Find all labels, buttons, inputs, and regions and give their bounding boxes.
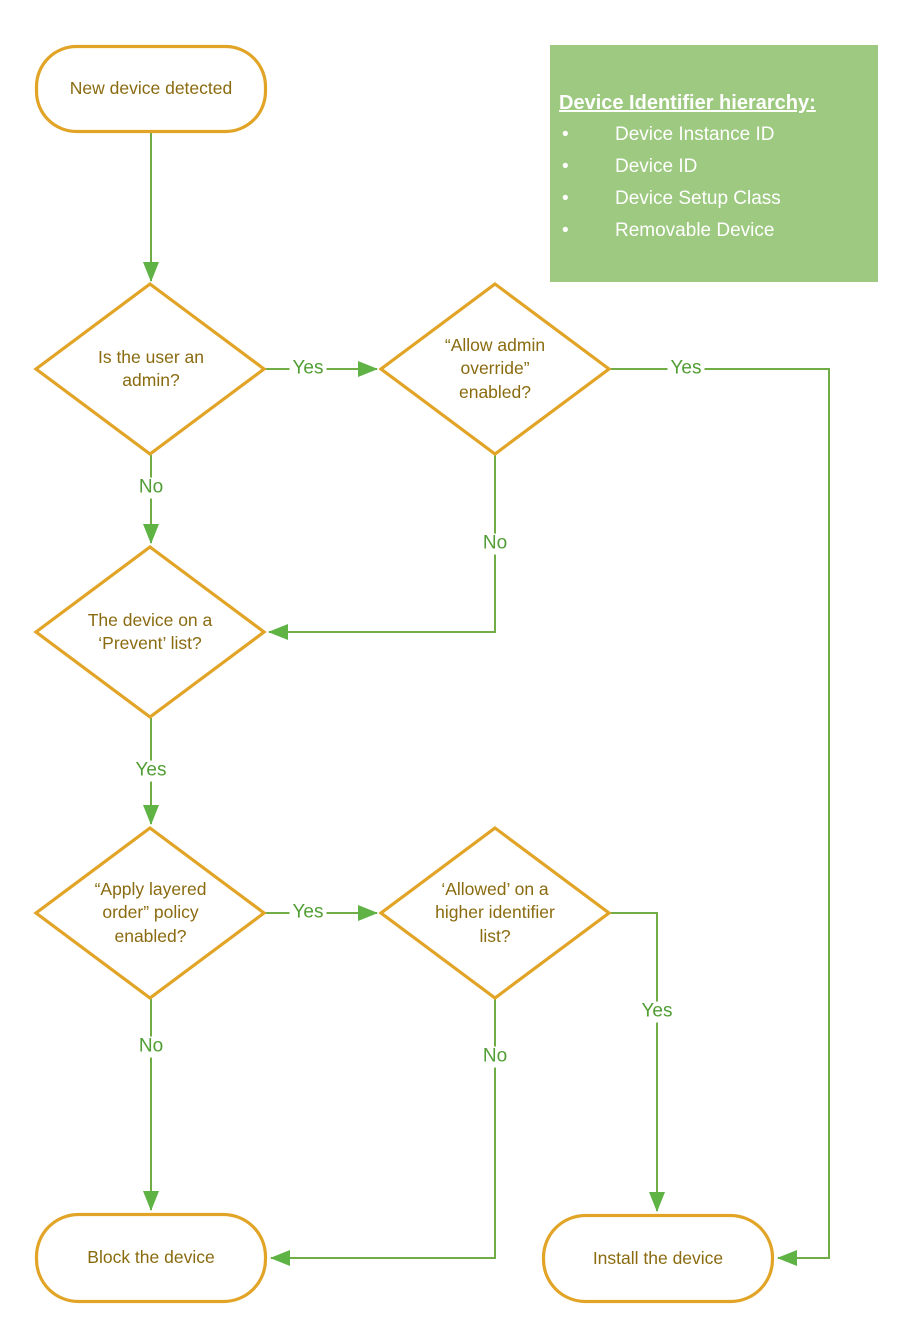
legend-item-label: Removable Device — [615, 220, 775, 241]
edge-override-to-prevent-no — [268, 455, 496, 640]
override-decision-label: “Allow admin override” enabled? — [444, 335, 546, 402]
block-node-label: Block the device — [87, 1247, 215, 1268]
legend-item-label: Device ID — [615, 156, 698, 177]
start-node-shape — [34, 44, 268, 134]
block-node-shape — [34, 1212, 268, 1304]
legend-title: Device Identifier hierarchy: — [559, 92, 816, 114]
higher-decision-shape — [378, 826, 612, 1000]
edge-override-to-install-yes — [610, 368, 830, 1266]
install-node-shape — [541, 1213, 775, 1304]
edge-label-override-install-yes: Yes — [667, 358, 705, 380]
legend-item: • Removable Device — [559, 215, 872, 247]
bullet-icon: • — [562, 124, 569, 145]
legend-item-label: Device Setup Class — [615, 188, 781, 209]
prevent-decision-shape — [33, 545, 267, 719]
edge-label-admin-prevent-no: No — [135, 477, 167, 499]
admin-decision-label: Is the user an admin? — [97, 346, 205, 390]
legend-item: • Device ID — [559, 151, 872, 183]
legend-list: • Device Instance ID • Device ID • Devic… — [559, 119, 872, 247]
legend-item: • Device Setup Class — [559, 183, 872, 215]
edge-label-admin-override-yes: Yes — [289, 358, 327, 380]
legend-item: • Device Instance ID — [559, 119, 872, 151]
install-node-label: Install the device — [592, 1247, 724, 1268]
edge-higher-to-block-no — [270, 999, 496, 1266]
higher-decision-label: ‘Allowed’ on a higher identifier list? — [435, 879, 555, 946]
bullet-icon: • — [562, 188, 569, 209]
edge-label-higher-block-no: No — [479, 1046, 511, 1068]
legend-item-label: Device Instance ID — [615, 124, 775, 145]
bullet-icon: • — [562, 156, 569, 177]
start-node-label: New device detected — [69, 78, 233, 99]
edge-label-higher-install-yes: Yes — [638, 1001, 676, 1023]
override-decision-shape — [378, 282, 612, 456]
prevent-decision-label: The device on a ‘Prevent’ list? — [87, 609, 213, 653]
edge-label-prevent-layered-yes: Yes — [132, 760, 170, 782]
edge-label-layered-block-no: No — [135, 1036, 167, 1058]
bullet-icon: • — [562, 220, 569, 241]
edge-label-layered-higher-yes: Yes — [289, 902, 327, 924]
edge-higher-to-install-yes — [610, 912, 665, 1212]
edge-label-override-prevent-no: No — [479, 533, 511, 555]
admin-decision-shape — [33, 282, 267, 456]
device-identifier-hierarchy-legend: Device Identifier hierarchy: • Device In… — [550, 45, 878, 282]
layered-decision-label: “Apply layered order” policy enabled? — [94, 879, 207, 946]
layered-decision-shape — [33, 826, 267, 1000]
